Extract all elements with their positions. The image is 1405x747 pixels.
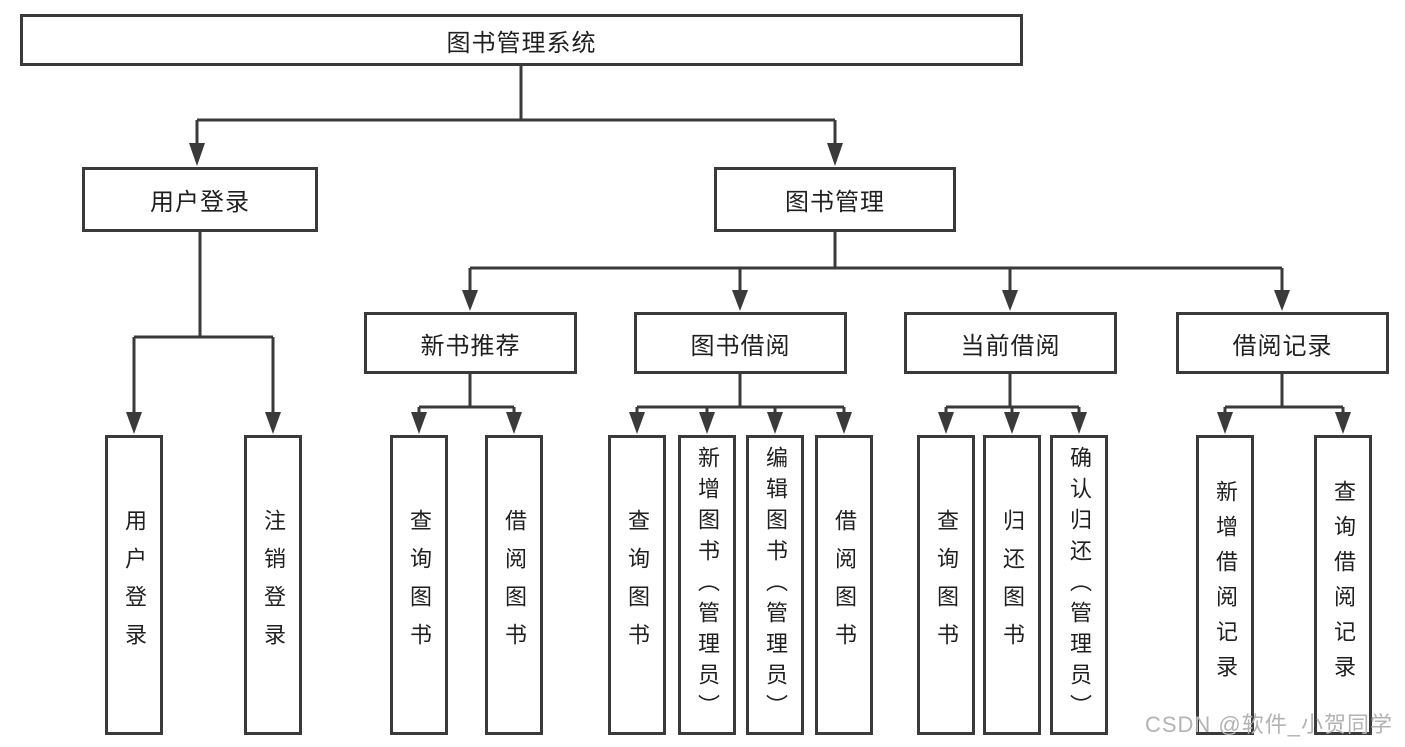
leaf-return-books: 归还图书 — [983, 435, 1041, 735]
leaf-confirm-return-admin-label: 确认归还（管理员） — [1067, 445, 1092, 725]
node-book-borrow: 图书借阅 — [634, 312, 847, 374]
leaf-newrec-borrow-books-label: 借阅图书 — [502, 509, 527, 661]
leaf-user-login: 用户登录 — [105, 435, 163, 735]
leaf-borrow-books-label: 借阅图书 — [832, 509, 857, 661]
watermark: CSDN @软件_小贺同学 — [1144, 712, 1393, 737]
leaf-edit-books-admin: 编辑图书（管理员） — [746, 435, 804, 735]
leaf-logout-label: 注销登录 — [261, 509, 286, 661]
node-new-book-recommend: 新书推荐 — [364, 312, 577, 374]
leaf-borrow-query-books: 查询图书 — [608, 435, 666, 735]
leaf-confirm-return-admin: 确认归还（管理员） — [1050, 435, 1108, 735]
leaf-newrec-query-books-label: 查询图书 — [407, 509, 432, 661]
leaf-current-query-books-label: 查询图书 — [934, 509, 959, 661]
leaf-current-query-books: 查询图书 — [917, 435, 975, 735]
leaf-newrec-borrow-books: 借阅图书 — [485, 435, 543, 735]
leaf-add-books-admin-label: 新增图书（管理员） — [695, 445, 720, 725]
leaf-borrow-query-books-label: 查询图书 — [625, 509, 650, 661]
leaf-add-books-admin: 新增图书（管理员） — [678, 435, 736, 735]
node-borrow-records: 借阅记录 — [1176, 312, 1389, 374]
node-user-login: 用户登录 — [82, 167, 318, 232]
leaf-logout: 注销登录 — [244, 435, 302, 735]
leaf-edit-books-admin-label: 编辑图书（管理员） — [763, 445, 788, 725]
leaf-borrow-books: 借阅图书 — [815, 435, 873, 735]
leaf-return-books-label: 归还图书 — [1000, 509, 1025, 661]
node-root: 图书管理系统 — [20, 14, 1023, 66]
leaf-query-borrow-record-label: 查询借阅记录 — [1331, 480, 1356, 690]
leaf-newrec-query-books: 查询图书 — [390, 435, 448, 735]
node-current-borrow: 当前借阅 — [904, 312, 1117, 374]
leaf-query-borrow-record: 查询借阅记录 — [1314, 435, 1372, 735]
leaf-user-login-label: 用户登录 — [122, 509, 147, 661]
leaf-add-borrow-record: 新增借阅记录 — [1196, 435, 1254, 735]
node-book-management: 图书管理 — [714, 167, 956, 232]
leaf-add-borrow-record-label: 新增借阅记录 — [1213, 480, 1238, 690]
